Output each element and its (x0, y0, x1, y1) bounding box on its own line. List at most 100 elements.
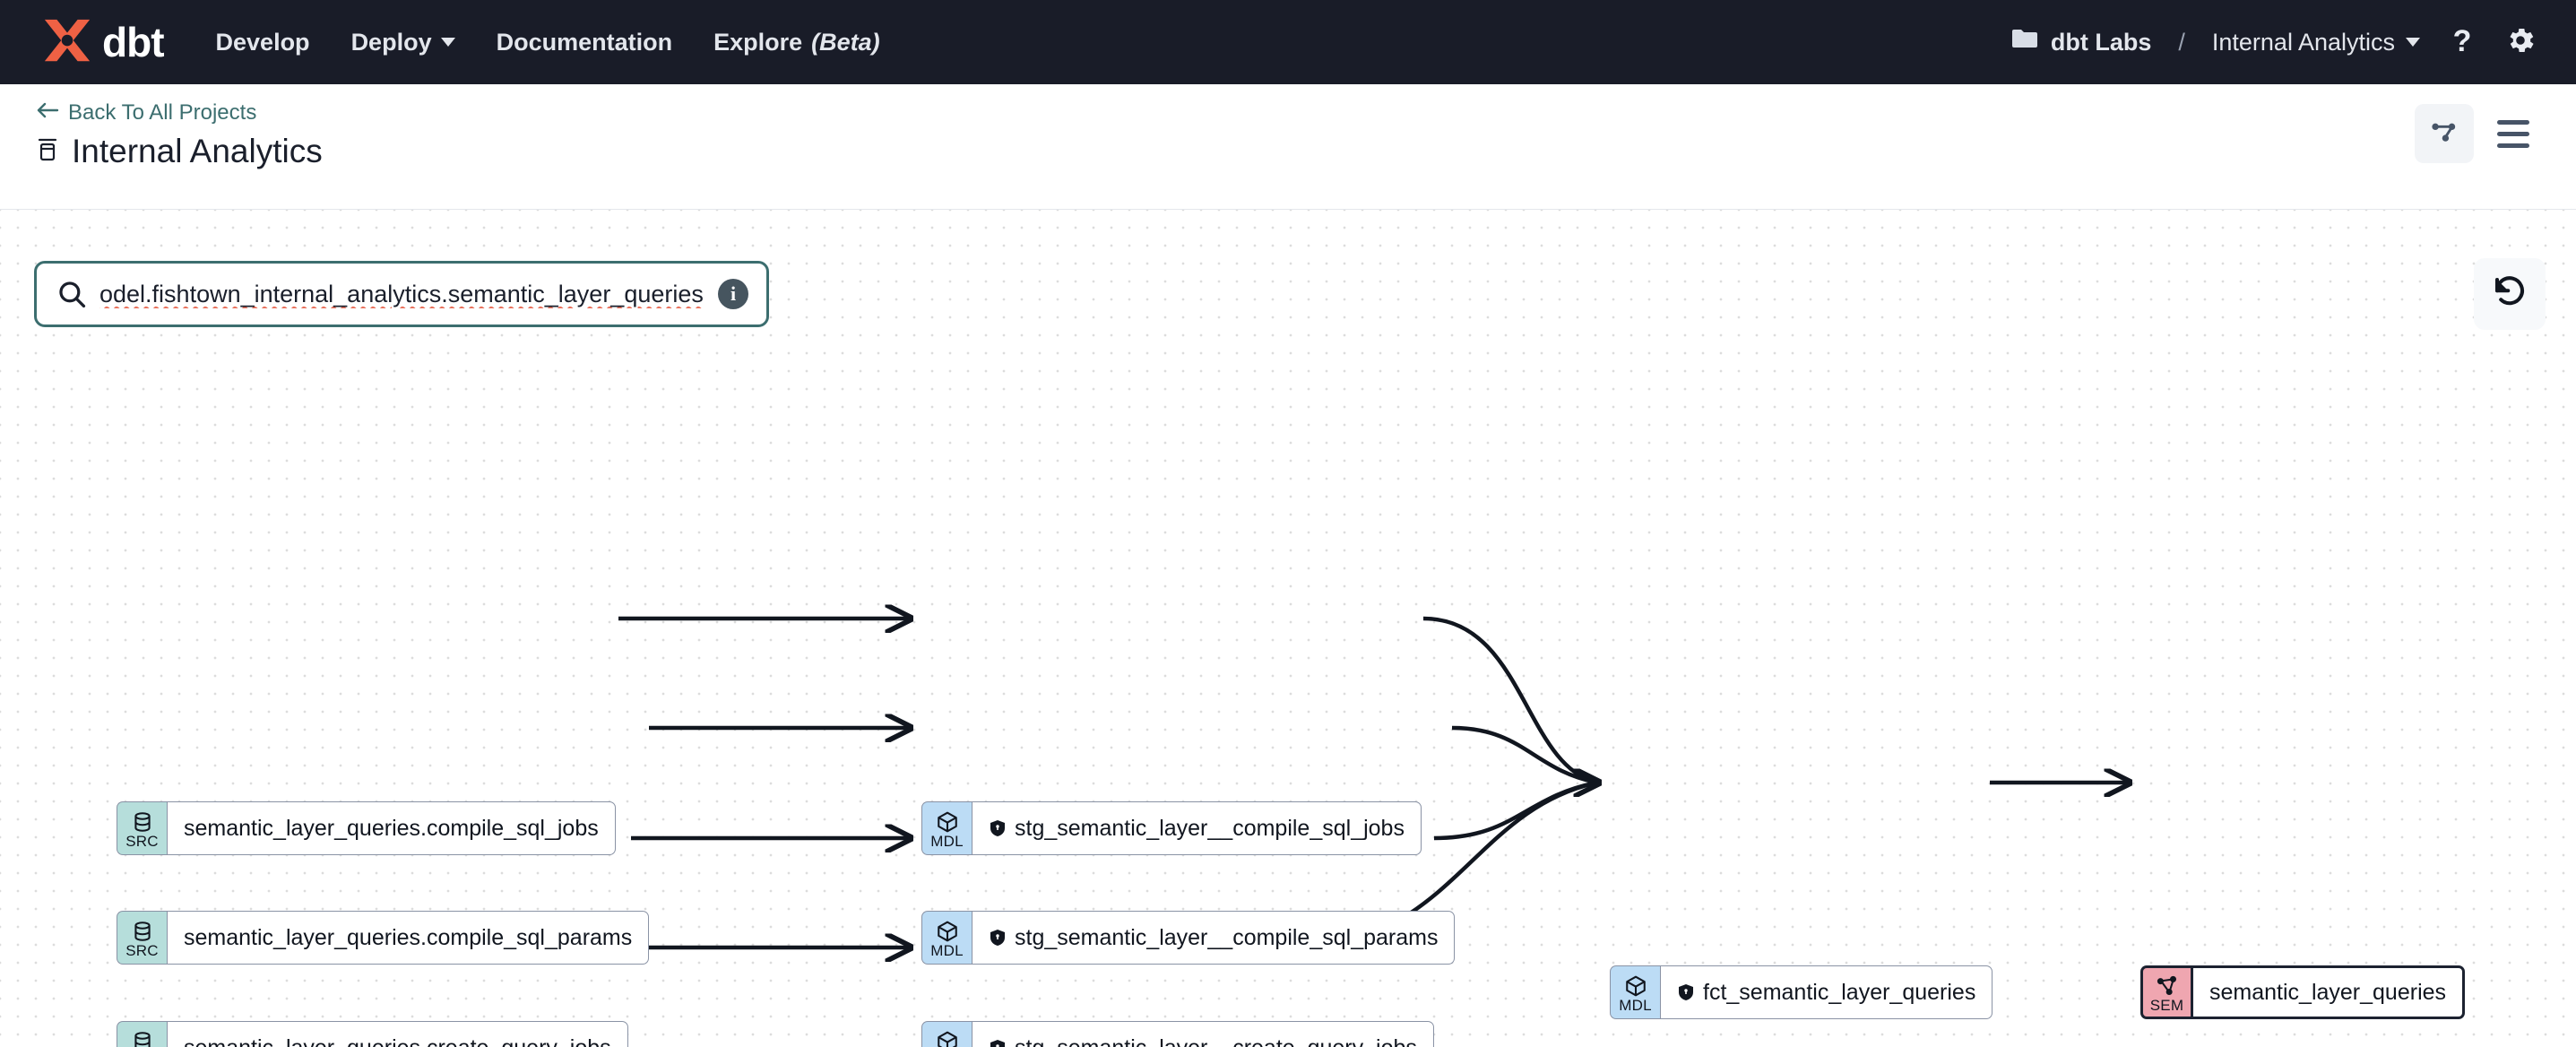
node-badge-src: SRC (117, 801, 167, 855)
chevron-down-icon (2406, 38, 2420, 47)
nav-link-explore-label: Explore (713, 28, 803, 56)
info-icon[interactable]: i (718, 279, 748, 309)
dbt-logo[interactable]: dbt (39, 16, 165, 68)
node-label: stg_semantic_layer__compile_sql_jobs (1015, 815, 1405, 841)
node-body: semantic_layer_queries.create_query_jobs (167, 1021, 628, 1047)
node-label: stg_semantic_layer__compile_sql_params (1015, 924, 1439, 950)
page-header-left: Back To All Projects Internal Analytics (36, 100, 323, 170)
page-title-row: Internal Analytics (36, 133, 323, 170)
breadcrumb-org-label: dbt Labs (2050, 28, 2152, 56)
svg-text:?: ? (2453, 25, 2472, 58)
node-label: stg_semantic_layer__create_query_jobs (1015, 1035, 1417, 1047)
help-button[interactable]: ? (2447, 25, 2477, 59)
lineage-graph: SRC semantic_layer_queries.compile_sql_j… (0, 210, 2576, 1047)
database-cylinder-icon (131, 1030, 154, 1047)
breadcrumb-project[interactable]: Internal Analytics (2212, 29, 2420, 56)
hamburger-icon-bar (2497, 131, 2529, 136)
nav-link-explore-beta-badge: (Beta) (811, 28, 880, 56)
menu-button[interactable] (2490, 113, 2537, 155)
graph-node-src1[interactable]: SRC semantic_layer_queries.compile_sql_j… (117, 801, 618, 855)
back-to-all-projects-label: Back To All Projects (68, 100, 257, 125)
breadcrumb-separator: / (2178, 28, 2185, 56)
node-label: semantic_layer_queries.create_query_jobs (184, 1035, 611, 1047)
semantic-graph-icon (2156, 974, 2179, 998)
database-cylinder-icon (131, 810, 154, 834)
gear-icon (2504, 24, 2537, 61)
navbar-right: dbt Labs / Internal Analytics ? (2011, 24, 2537, 61)
node-badge-mdl-label: MDL (930, 941, 964, 959)
page-header: Back To All Projects Internal Analytics (0, 84, 2576, 210)
graph-node-mdl1[interactable]: MDL stg_semantic_layer__compile_sql_jobs (921, 801, 1423, 855)
node-body: stg_semantic_layer__create_query_jobs (972, 1021, 1434, 1047)
edge-mdl1-fct (1422, 616, 1598, 785)
node-badge-src: SRC (117, 911, 167, 965)
cube-icon (1624, 974, 1647, 998)
node-body: stg_semantic_layer__compile_sql_jobs (972, 801, 1422, 855)
top-navbar: dbt Develop Deploy Documentation Explore… (0, 0, 2576, 84)
dbt-wordmark: dbt (102, 19, 165, 65)
node-label: fct_semantic_layer_queries (1703, 979, 1976, 1005)
node-body: fct_semantic_layer_queries (1660, 965, 1993, 1019)
node-body: stg_semantic_layer__compile_sql_params (972, 911, 1456, 965)
folder-icon (2011, 28, 2038, 57)
edge-mdl2-fct (1451, 725, 1598, 785)
nav-link-explore[interactable]: Explore (Beta) (713, 29, 880, 56)
node-badge-src-label: SRC (125, 941, 159, 959)
shield-icon (989, 1039, 1007, 1047)
node-label: semantic_layer_queries (2209, 979, 2447, 1005)
graph-node-fct[interactable]: MDL fct_semantic_layer_queries (1610, 965, 1993, 1019)
cube-icon (936, 810, 959, 834)
shield-icon (989, 819, 1007, 837)
graph-node-mdl3[interactable]: MDL stg_semantic_layer__create_query_job… (921, 1021, 1434, 1047)
hamburger-icon-bar (2497, 119, 2529, 125)
node-badge-mdl-label: MDL (930, 832, 964, 850)
node-badge-src-label: SRC (125, 832, 159, 850)
page-header-actions (2415, 100, 2537, 163)
nav-link-documentation[interactable]: Documentation (497, 29, 673, 56)
search-input[interactable]: odel.fishtown_internal_analytics.semanti… (99, 280, 704, 307)
nav-link-deploy-label: Deploy (350, 28, 432, 56)
search-bar[interactable]: odel.fishtown_internal_analytics.semanti… (34, 261, 769, 327)
node-badge-src: SRC (117, 1021, 167, 1047)
node-label: semantic_layer_queries.compile_sql_jobs (184, 815, 599, 841)
settings-button[interactable] (2504, 24, 2537, 61)
node-body: semantic_layer_queries.compile_sql_param… (167, 911, 650, 965)
shield-icon (989, 929, 1007, 947)
reset-view-button[interactable] (2474, 258, 2546, 330)
graph-node-src2[interactable]: SRC semantic_layer_queries.compile_sql_p… (117, 911, 650, 965)
cube-icon (936, 920, 959, 943)
lineage-view-button[interactable] (2415, 104, 2474, 163)
database-icon (36, 136, 59, 168)
breadcrumb-project-label: Internal Analytics (2211, 28, 2395, 56)
node-badge-sem-label: SEM (2149, 996, 2184, 1014)
arrow-left-icon (36, 100, 59, 125)
node-badge-mdl: MDL (921, 801, 972, 855)
nav-links: Develop Deploy Documentation Explore (Be… (216, 29, 880, 56)
nav-link-documentation-label: Documentation (496, 28, 673, 56)
nav-link-develop-label: Develop (215, 28, 310, 56)
node-body: semantic_layer_queries.compile_sql_jobs (167, 801, 616, 855)
lineage-canvas[interactable]: SRC semantic_layer_queries.compile_sql_j… (0, 210, 2576, 1047)
cube-icon (936, 1030, 959, 1047)
hamburger-icon-bar (2497, 143, 2529, 148)
dbt-logo-icon (39, 16, 95, 68)
node-badge-mdl: MDL (1610, 965, 1660, 1019)
lineage-graph-icon (2429, 117, 2459, 151)
database-cylinder-icon (131, 920, 154, 943)
nav-link-develop[interactable]: Develop (216, 29, 310, 56)
edge-mdl3-fct (1433, 780, 1598, 841)
chevron-down-icon (440, 38, 455, 47)
graph-node-sem[interactable]: SEM semantic_layer_queries (2140, 965, 2466, 1019)
back-to-all-projects-link[interactable]: Back To All Projects (36, 100, 323, 125)
graph-node-mdl2[interactable]: MDL stg_semantic_layer__compile_sql_para… (921, 911, 1456, 965)
reset-counterclockwise-icon (2491, 273, 2528, 316)
page-title: Internal Analytics (72, 133, 323, 169)
node-badge-mdl: MDL (921, 911, 972, 965)
shield-icon (1677, 983, 1695, 1001)
node-badge-mdl: MDL (921, 1021, 972, 1047)
node-badge-sem: SEM (2140, 965, 2191, 1019)
graph-node-src3[interactable]: SRC semantic_layer_queries.create_query_… (117, 1021, 631, 1047)
breadcrumb-org[interactable]: dbt Labs (2011, 28, 2152, 57)
node-body: semantic_layer_queries (2191, 965, 2466, 1019)
nav-link-deploy[interactable]: Deploy (351, 29, 455, 56)
